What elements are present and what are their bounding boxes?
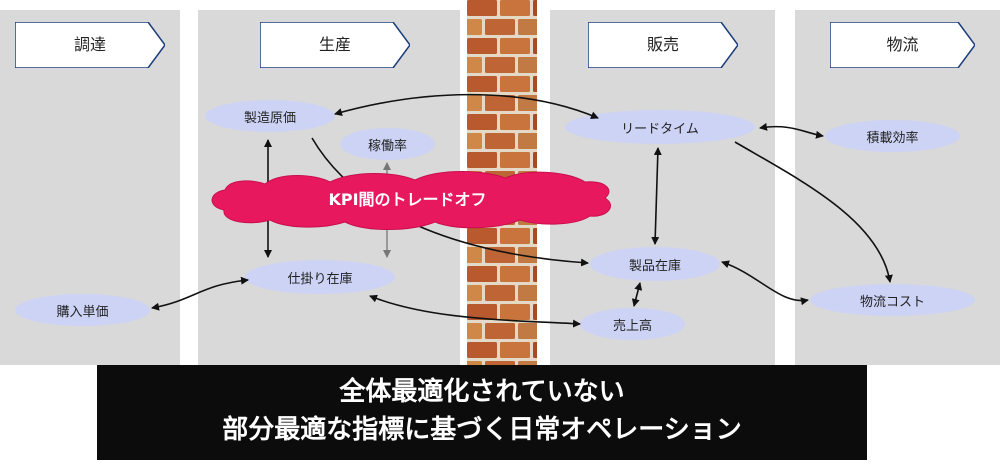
arrow-leadtime-productinv bbox=[651, 147, 662, 245]
banner-line-1: 全体最適化されていない bbox=[339, 377, 625, 407]
node-sales: 売上高 bbox=[580, 308, 685, 340]
stage-logistics: 物流 bbox=[830, 22, 975, 68]
stage-procurement: 調達 bbox=[15, 22, 165, 68]
stage-label: 物流 bbox=[886, 35, 919, 54]
arrow-productinv-logistics bbox=[721, 260, 809, 306]
stage-production: 生産 bbox=[260, 22, 410, 68]
tradeoff-label: KPI間のトレードオフ bbox=[328, 190, 487, 209]
arrow-productinv-sales bbox=[631, 282, 643, 307]
node-product-inventory: 製品在庫 bbox=[590, 247, 720, 281]
stage-label: 販売 bbox=[646, 35, 679, 54]
arrow-leadtime-loading bbox=[759, 122, 824, 139]
stage-sales: 販売 bbox=[588, 22, 738, 68]
arrow-cost-productinv bbox=[311, 137, 589, 267]
conclusion-banner: 全体最適化されていない 部分最適な指標に基づく日常オペレーション bbox=[97, 365, 867, 460]
arrow-purchase-wip bbox=[151, 276, 249, 311]
node-manufacturing-cost: 製造原価 bbox=[205, 100, 335, 132]
arrow-leadtime-logistics bbox=[734, 141, 893, 283]
arrow-cost-leadtime bbox=[334, 93, 599, 119]
node-utilization: 稼働率 bbox=[340, 128, 435, 160]
node-logistics-cost: 物流コスト bbox=[810, 284, 975, 316]
node-purchase-price: 購入単価 bbox=[15, 294, 150, 326]
banner-line-2: 部分最適な指標に基づく日常オペレーション bbox=[222, 415, 742, 445]
node-wip-inventory: 仕掛り在庫 bbox=[245, 260, 395, 294]
stage-label: 調達 bbox=[73, 35, 106, 54]
node-loading-efficiency: 積載効率 bbox=[825, 120, 960, 152]
arrow-wip-sales bbox=[369, 294, 581, 328]
stage-label: 生産 bbox=[318, 35, 351, 54]
